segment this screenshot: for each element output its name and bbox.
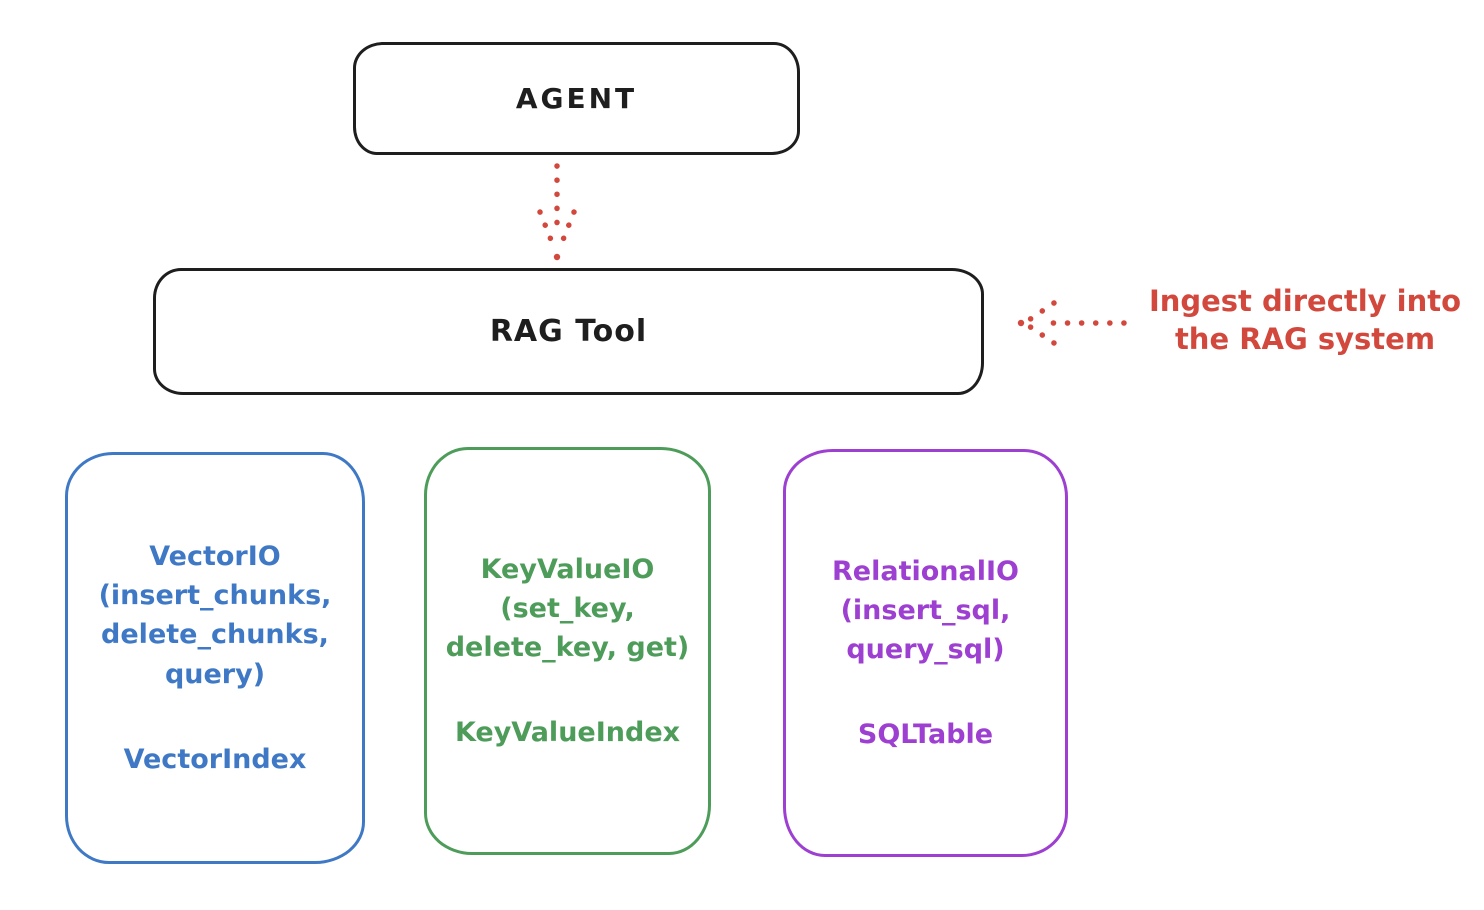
rag-tool-label: RAG Tool: [489, 314, 648, 349]
relational-io-lines: RelationalIO (insert_sql, query_sql): [832, 552, 1019, 669]
backend-line: KeyValueIO: [480, 553, 655, 585]
backend-line: VectorIO: [149, 541, 281, 573]
vector-io-lines: VectorIO (insert_chunks, delete_chunks, …: [99, 537, 332, 694]
ingest-arrow-icon: [1017, 300, 1127, 346]
keyvalue-io-lines: KeyValueIO (set_key, delete_key, get): [446, 550, 690, 667]
backend-line: RelationalIO: [832, 555, 1019, 587]
ingest-annotation: Ingest directly into the RAG system: [1135, 283, 1475, 358]
keyvalue-index-label: KeyValueIndex: [454, 717, 681, 749]
agent-to-rag-arrow-icon: [537, 163, 577, 261]
backend-line: (insert_chunks,: [98, 580, 332, 612]
agent-node: AGENT: [353, 42, 800, 155]
backend-line: (insert_sql,: [840, 594, 1011, 626]
backend-line: (set_key,: [500, 592, 635, 624]
backend-line: query): [164, 658, 266, 690]
backend-line: query_sql): [846, 634, 1005, 665]
keyvalue-io-node: KeyValueIO (set_key, delete_key, get) Ke…: [424, 447, 711, 855]
ingest-annotation-line1: Ingest directly into: [1148, 284, 1462, 318]
vector-index-label: VectorIndex: [123, 743, 307, 775]
relational-io-node: RelationalIO (insert_sql, query_sql) SQL…: [783, 449, 1068, 857]
rag-tool-node: RAG Tool: [153, 268, 984, 395]
sql-table-label: SQLTable: [857, 719, 994, 751]
vector-io-node: VectorIO (insert_chunks, delete_chunks, …: [65, 452, 365, 864]
backend-line: delete_key, get): [445, 632, 690, 663]
backend-line: delete_chunks,: [101, 619, 329, 651]
agent-label: AGENT: [515, 82, 638, 115]
ingest-annotation-line2: the RAG system: [1174, 321, 1436, 356]
